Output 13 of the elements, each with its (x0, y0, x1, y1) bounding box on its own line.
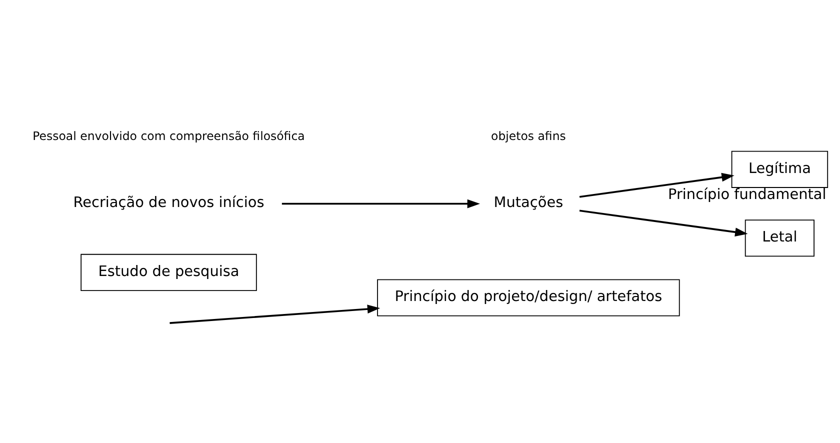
node-box: Letal (744, 219, 814, 256)
arrow (579, 172, 734, 198)
node-label: Princípio fundamental (668, 186, 826, 203)
node-box: Estudo de pesquisa (80, 253, 257, 290)
node-box: Legítima (731, 150, 828, 188)
node-text: Recriação de novos inícios (73, 194, 264, 211)
label: Pessoal envolvido com compreensão filosófica (32, 128, 305, 142)
arrow (282, 198, 480, 208)
node-text: Mutações (494, 194, 564, 211)
node-box: Princípio do projeto/design/ artefatos (377, 278, 680, 316)
label: objetos afins (491, 128, 566, 142)
arrow (170, 304, 380, 324)
arrow (579, 209, 748, 236)
